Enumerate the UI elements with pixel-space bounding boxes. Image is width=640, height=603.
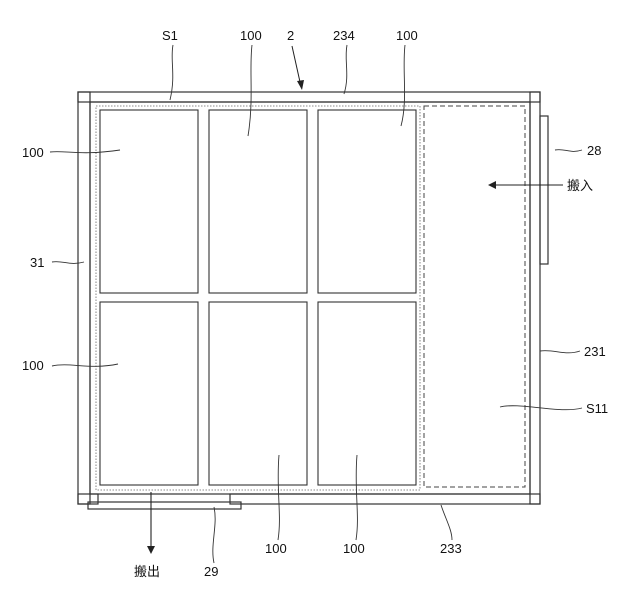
label-231: 231 [584, 344, 606, 359]
cell [318, 110, 416, 293]
label-100-left-bottom: 100 [22, 358, 44, 373]
door-28 [540, 116, 548, 264]
cell [209, 110, 307, 293]
cell [100, 110, 198, 293]
ref-2-arrow [292, 46, 304, 90]
label-s11: S11 [586, 401, 608, 416]
bottom-wall-233 [230, 494, 540, 504]
label-233: 233 [440, 541, 462, 556]
label-100-bottom-b: 100 [343, 541, 365, 556]
cell-grid [100, 110, 416, 485]
label-29: 29 [204, 564, 218, 579]
label-28: 28 [587, 143, 601, 158]
label-100-top-b: 100 [396, 28, 418, 43]
top-wall-234 [78, 92, 540, 102]
label-2: 2 [287, 28, 294, 43]
label-100-bottom-a: 100 [265, 541, 287, 556]
label-100-top-a: 100 [240, 28, 262, 43]
cell [100, 302, 198, 485]
label-s1: S1 [162, 28, 178, 43]
label-carry-out: 搬出 [134, 564, 160, 579]
zone-s11 [424, 106, 525, 487]
label-carry-in: 搬入 [567, 178, 593, 193]
label-100-left-top: 100 [22, 145, 44, 160]
carry-out-arrow [147, 492, 155, 554]
right-wall-231 [530, 92, 540, 504]
label-234: 234 [333, 28, 355, 43]
label-31: 31 [30, 255, 44, 270]
door-29 [88, 502, 241, 509]
left-wall-31 [78, 92, 90, 504]
cell [209, 302, 307, 485]
cell [318, 302, 416, 485]
